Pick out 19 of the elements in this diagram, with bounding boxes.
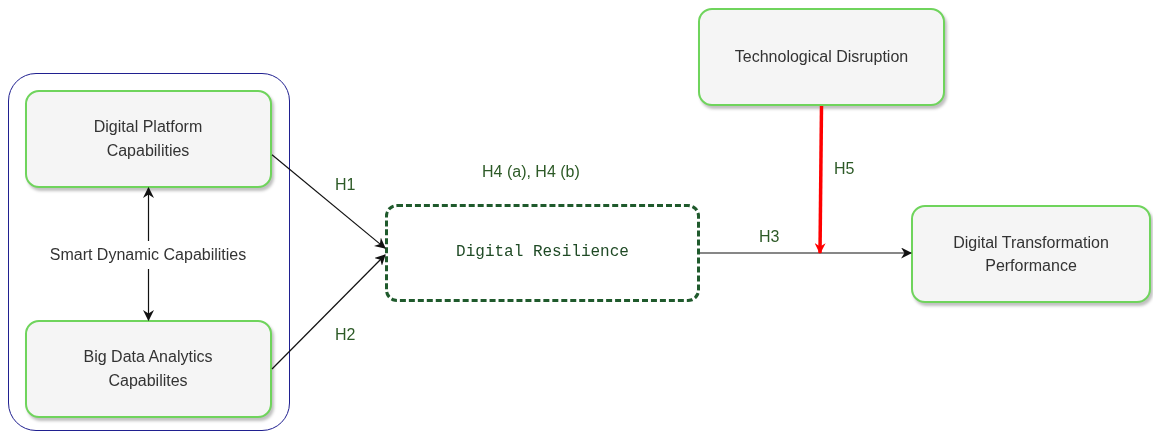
box-label: Digital Resilience <box>455 242 630 264</box>
node-label: Smart Dynamic Capabilities <box>24 240 272 269</box>
box-label: Big Data Analytics Capabilites <box>82 347 214 391</box>
arrow <box>271 154 386 249</box>
box-label: Digital Transformation Performance <box>952 232 1110 276</box>
box-label: Digital Platform Capabilities <box>92 117 204 161</box>
group-frame <box>8 73 290 431</box>
process-box <box>24 319 272 418</box>
arrow <box>814 106 826 255</box>
dashed-box <box>385 204 700 302</box>
arrow <box>271 254 386 370</box>
arrow <box>699 247 913 259</box>
process-box <box>698 8 945 106</box>
arrow <box>143 268 154 322</box>
box-label: Technological Disruption <box>733 47 910 68</box>
hypothesis-label: H4 (a), H4 (b) <box>480 163 582 181</box>
process-box <box>24 89 272 188</box>
arrow <box>143 186 154 242</box>
process-box <box>911 205 1151 303</box>
